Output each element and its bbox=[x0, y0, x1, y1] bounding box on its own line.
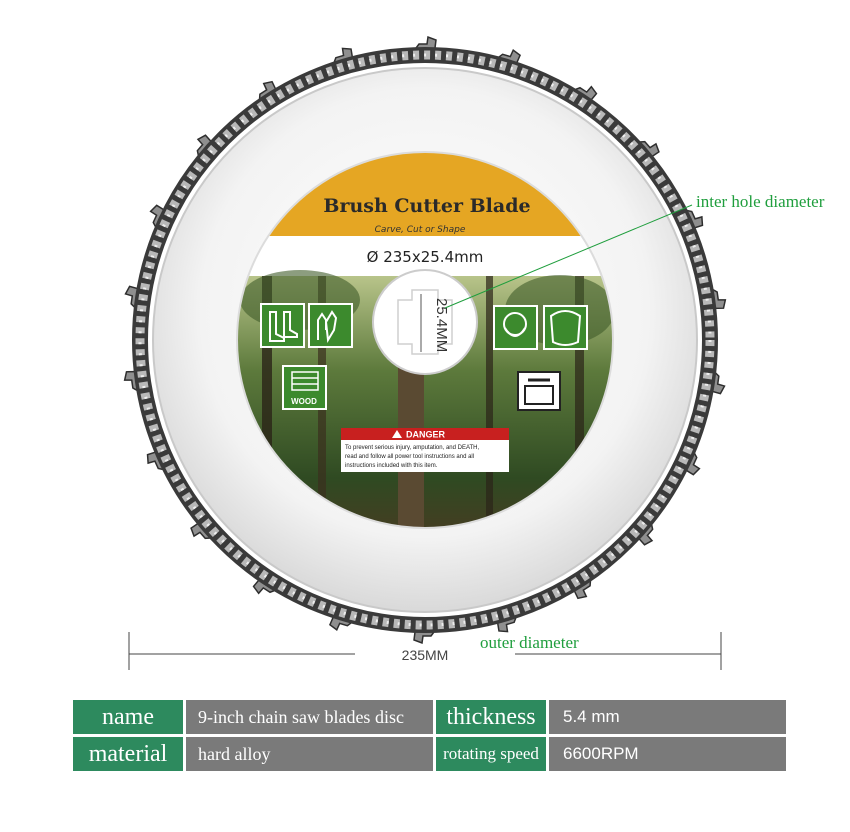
spec-thickness-label: thickness bbox=[433, 700, 546, 734]
inner-hole-leader-line bbox=[444, 204, 693, 309]
danger-line-1: To prevent serious injury, amputation, a… bbox=[345, 445, 480, 451]
outer-diameter-annotation: outer diameter bbox=[480, 633, 579, 652]
bore-marking: 25.4MM bbox=[433, 298, 450, 352]
blade-size: Ø 235x25.4mm bbox=[367, 248, 484, 266]
spec-material-value: hard alloy bbox=[183, 737, 433, 771]
wood-icon: WOOD bbox=[282, 365, 327, 410]
spec-material-label: material bbox=[73, 737, 183, 771]
blade-subtitle: Carve, Cut or Shape bbox=[375, 225, 466, 235]
wood-label: WOOD bbox=[291, 397, 317, 406]
spec-name-value: 9-inch chain saw blades disc bbox=[183, 700, 433, 734]
danger-line-3: instructions included with this item. bbox=[345, 463, 438, 469]
spec-speed-value: 6600RPM bbox=[546, 737, 786, 771]
spec-thickness-value: 5.4 mm bbox=[546, 700, 786, 734]
danger-line-2: read and follow all power tool instructi… bbox=[345, 454, 474, 460]
inner-hole-annotation: inter hole diameter bbox=[696, 192, 825, 211]
gloves-icon bbox=[308, 303, 353, 348]
center-bore: 25.4MM bbox=[372, 269, 478, 375]
grinder-icon bbox=[517, 371, 561, 411]
spec-row: material hard alloy rotating speed 6600R… bbox=[73, 737, 786, 771]
spec-speed-label: rotating speed bbox=[433, 737, 546, 771]
chain-rivets bbox=[138, 53, 712, 627]
dust-mask-icon bbox=[493, 305, 538, 350]
spec-name-label: name bbox=[73, 700, 183, 734]
label-rim bbox=[236, 151, 614, 529]
boots-icon bbox=[260, 303, 305, 348]
spec-table: name 9-inch chain saw blades disc thickn… bbox=[73, 700, 786, 774]
dimension-label: 235MM bbox=[402, 647, 449, 663]
spec-row: name 9-inch chain saw blades disc thickn… bbox=[73, 700, 786, 734]
danger-warning: DANGER To prevent serious injury, amputa… bbox=[341, 428, 509, 472]
blade-title: Brush Cutter Blade bbox=[323, 195, 530, 217]
blade-product-figure: Brush Cutter Blade Carve, Cut or Shape Ø… bbox=[123, 35, 825, 670]
face-shield-icon bbox=[543, 305, 588, 350]
danger-heading: DANGER bbox=[406, 430, 446, 440]
